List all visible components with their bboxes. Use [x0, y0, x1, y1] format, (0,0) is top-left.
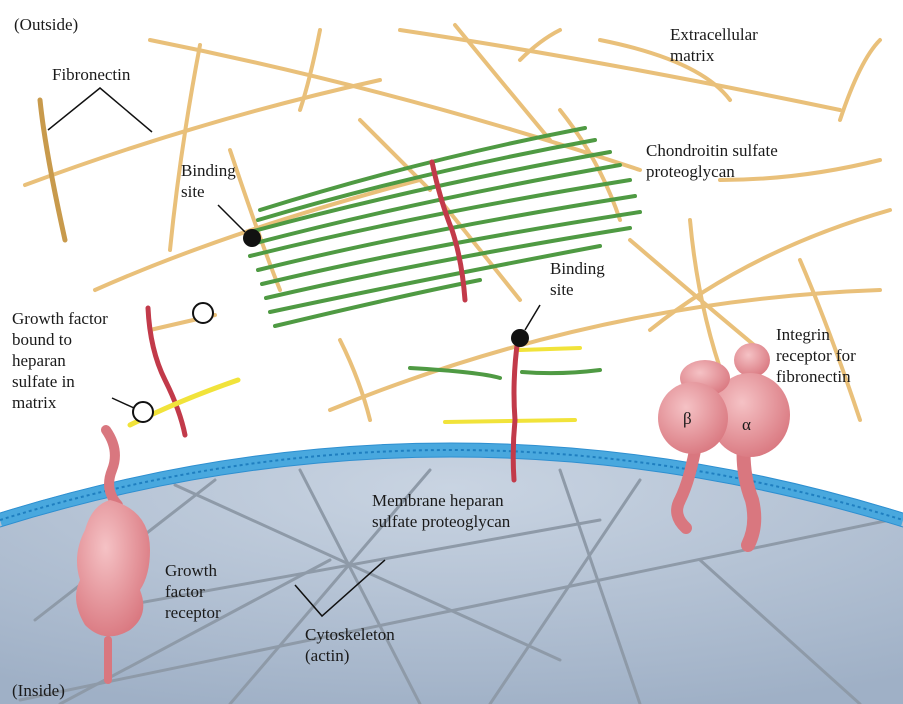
chondroitin-label: Chondroitin sulfate proteoglycan	[646, 140, 778, 182]
binding-site-label-left: Binding site	[181, 160, 236, 202]
growth-factor-circle-lower	[133, 402, 153, 422]
binding-site-dot-left	[243, 229, 261, 247]
binding-site-label-right: Binding site	[550, 258, 605, 300]
membrane-heparan-chains	[410, 348, 600, 422]
growth-factor-bound-label: Growth factor bound to heparan sulfate i…	[12, 308, 108, 413]
growth-factor-circle-upper	[193, 303, 213, 323]
fibronectin-label: Fibronectin	[52, 64, 130, 85]
inside-label: (Inside)	[12, 680, 65, 701]
binding-site-dot-right	[511, 329, 529, 347]
alpha-label: α	[742, 414, 751, 435]
integrin-label: Integrin receptor for fibronectin	[776, 324, 856, 387]
outside-label: (Outside)	[14, 14, 78, 35]
membrane-heparan-label: Membrane heparan sulfate proteoglycan	[372, 490, 510, 532]
cytoskeleton-label: Cytoskeleton (actin)	[305, 624, 395, 666]
extracellular-matrix-label: Extracellular matrix	[670, 24, 758, 66]
growth-factor-receptor-label: Growth factor receptor	[165, 560, 221, 623]
beta-label: β	[683, 408, 692, 429]
